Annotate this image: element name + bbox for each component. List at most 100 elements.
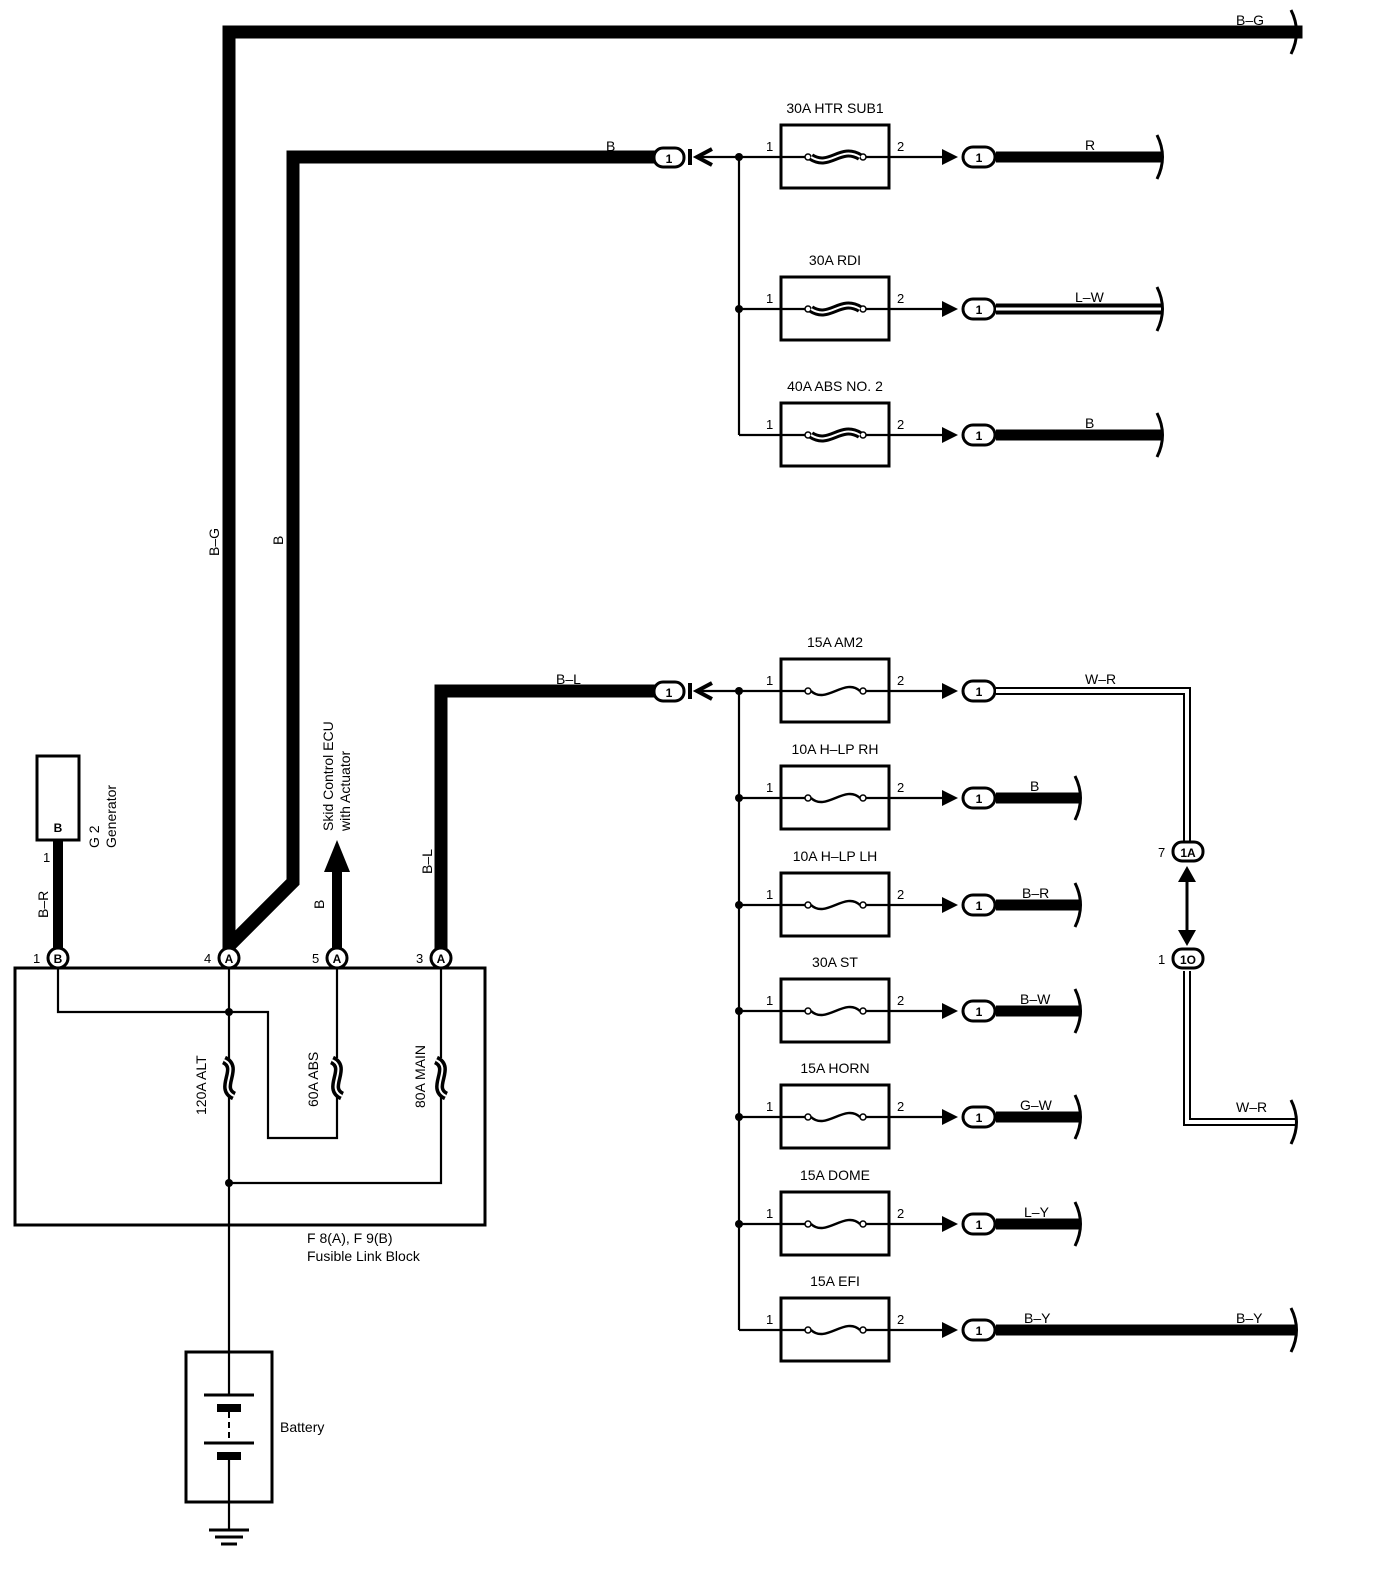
svg-text:A: A [333, 952, 342, 966]
fuse-name: 15A DOME [800, 1167, 870, 1183]
fuse-pin2: 2 [897, 1099, 904, 1114]
generator-box [35, 754, 81, 842]
wire-b-main [223, 150, 659, 952]
fuse-conn-label: 1 [976, 429, 983, 443]
fuse-pin2: 2 [897, 780, 904, 795]
w-r-route [996, 687, 1298, 1145]
fuse-conn-label: 1 [976, 1324, 983, 1338]
fuse-wire-label: B–W [1020, 991, 1051, 1007]
fuse-conn-label: 1 [976, 1005, 983, 1019]
fuse-wire-end-label: B–Y [1236, 1310, 1263, 1326]
fuse-pin1: 1 [766, 1099, 773, 1114]
fuse-pin2: 2 [897, 887, 904, 902]
fuse-conn-label: 1 [976, 792, 983, 806]
generator-pin-num: 1 [43, 850, 50, 865]
svg-text:4: 4 [204, 951, 211, 966]
fuse-pin2: 2 [897, 1312, 904, 1327]
fuse-fuses_bottom-3: 30A ST 1 2 1 B–W [735, 954, 1082, 1044]
fuse-wire-label: B [1030, 778, 1039, 794]
fuse-pin1: 1 [766, 139, 773, 154]
battery-label: Battery [280, 1419, 324, 1435]
fuse-pin2: 2 [897, 1206, 904, 1221]
svg-text:A: A [225, 952, 234, 966]
fuse-pin1: 1 [766, 417, 773, 432]
fuse-pin1: 1 [766, 673, 773, 688]
connector-bl-input: 1 [652, 680, 713, 703]
skid-control-line1: Skid Control ECU [320, 721, 336, 831]
wire-label-b-l-horizontal: B–L [556, 671, 581, 687]
fuse-pin1: 1 [766, 1206, 773, 1221]
block-pin-1: B 1 [33, 946, 70, 970]
connector-b-input: 1 [652, 146, 713, 169]
fuse-conn-label: 1 [976, 151, 983, 165]
fuse-pin2: 2 [897, 139, 904, 154]
wire-label-w-r-right: W–R [1236, 1099, 1267, 1115]
wire-label-b-main: B [606, 138, 615, 154]
fuse-pin1: 1 [766, 1312, 773, 1327]
fuse-pin1: 1 [766, 993, 773, 1008]
fuse-pin1: 1 [766, 887, 773, 902]
svg-text:A: A [437, 952, 446, 966]
fuse-name: 40A ABS NO. 2 [787, 378, 883, 394]
fuse-conn-label: 1 [976, 1218, 983, 1232]
fuse-wire-label: B–R [1022, 885, 1049, 901]
block-caption-line2: Fusible Link Block [307, 1248, 421, 1264]
fuse-conn-label: 1 [976, 1111, 983, 1125]
fuse-wire-label: B–Y [1024, 1310, 1051, 1326]
generator-name-line2: Generator [103, 785, 119, 848]
svg-text:1: 1 [33, 951, 40, 966]
connector-1o-pin: 1 [1158, 952, 1165, 967]
wire-break-top [1289, 9, 1298, 55]
connector-1o: 1O 1 [1158, 947, 1205, 970]
connector-bl-input-label: 1 [666, 686, 673, 700]
wire-label-top-bg: B–G [1236, 12, 1264, 28]
fuse-conn-label: 1 [976, 303, 983, 317]
fusible-link-block [13, 966, 487, 1227]
fuse-pin2: 2 [897, 673, 904, 688]
svg-text:B: B [54, 952, 63, 966]
block-pin-3: A 3 [416, 946, 453, 970]
fuse-fuses_bottom-5: 15A DOME 1 2 1 L–Y [735, 1167, 1082, 1257]
fuse-fuses_bottom-0: 15A AM2 1 2 1 W–R [739, 634, 1116, 724]
fuse-wire-label: L–Y [1024, 1204, 1050, 1220]
fuse-pin1: 1 [766, 780, 773, 795]
fuse-name: 30A ST [812, 954, 858, 970]
generator-name-line1: G 2 [86, 825, 102, 848]
fuse-wire-label: B [1085, 415, 1094, 431]
fuse-name: 10A H–LP LH [793, 848, 878, 864]
svg-text:5: 5 [312, 951, 319, 966]
connector-1a-label: 1A [1180, 846, 1196, 860]
link-label-main: 80A MAIN [412, 1045, 428, 1108]
connector-1o-label: 1O [1180, 953, 1196, 967]
wire-b-g-main [222, 25, 1303, 962]
fuse-pin2: 2 [897, 417, 904, 432]
fuse-fuses_bottom-2: 10A H–LP LH 1 2 1 B–R [735, 848, 1082, 938]
fuse-name: 15A HORN [800, 1060, 869, 1076]
ground-icon [209, 1528, 249, 1546]
fuse-name: 10A H–LP RH [792, 741, 879, 757]
abs-arrow-head [324, 840, 350, 872]
block-caption-line1: F 8(A), F 9(B) [307, 1230, 393, 1246]
fuse-conn-label: 1 [976, 685, 983, 699]
wire-label-b-l-vertical: B–L [419, 849, 435, 874]
wire-label-b-r-gen: B–R [35, 891, 51, 918]
fuse-fuses_bottom-1: 10A H–LP RH 1 2 1 B [735, 741, 1082, 831]
block-pin-4: A 4 [204, 946, 241, 970]
fusible-link-internals [56, 968, 449, 1400]
wire-label-b-abs: B [311, 900, 327, 909]
fuse-wire-label: G–W [1020, 1097, 1053, 1113]
wire-label-b-g-vertical: B–G [206, 528, 222, 556]
link-label-abs: 60A ABS [305, 1052, 321, 1107]
fuse-pin2: 2 [897, 291, 904, 306]
fuse-pin2: 2 [897, 993, 904, 1008]
link-label-alt: 120A ALT [193, 1055, 209, 1115]
fuse-conn-label: 1 [976, 899, 983, 913]
fuse-wire-label: L–W [1075, 289, 1105, 305]
fuse-name: 30A RDI [809, 252, 861, 268]
fuse-wire-label: W–R [1085, 671, 1116, 687]
fuse-name: 15A AM2 [807, 634, 863, 650]
